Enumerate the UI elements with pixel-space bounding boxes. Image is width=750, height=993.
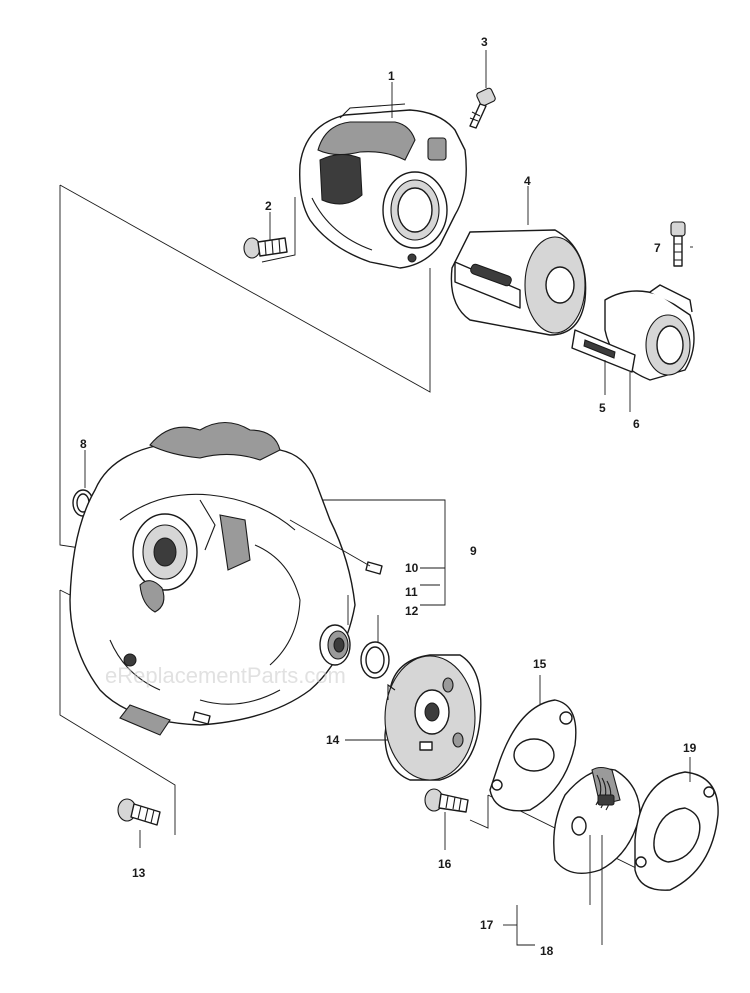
part-3-screw [469,87,496,129]
part-4-isolator [450,229,587,336]
part-16-screw [424,788,469,850]
part-15-plate [489,675,577,812]
callout-11: 11 [405,585,418,599]
part-1-clutch-housing [299,103,467,269]
callout-9: 9 [470,544,477,558]
part-14-clutch-drum [384,654,482,781]
callout-8: 8 [80,437,87,451]
part-9-crankcase [69,421,356,736]
part-2-screw [243,237,288,259]
part-12-ring [360,615,390,679]
part-5-6-clamp [571,284,695,412]
callout-5: 5 [599,401,606,415]
callout-17: 17 [480,918,494,932]
callout-18: 18 [540,944,554,958]
callout-19: 19 [683,741,697,755]
callout-15: 15 [533,657,547,671]
callout-leaders [139,50,693,848]
part-7-screw [670,221,686,267]
callout-6: 6 [633,417,640,431]
callout-3: 3 [481,35,488,49]
callout-10: 10 [405,561,419,575]
part-19-plate [634,757,719,891]
callout-1: 1 [388,69,395,83]
part-10-pin [192,519,383,725]
watermark: eReplacementParts.com [105,663,346,688]
callout-12: 12 [405,604,419,618]
callout-2: 2 [265,199,272,213]
part-13-screw [117,798,161,826]
callout-13: 13 [132,866,146,880]
callout-7: 7 [654,241,661,255]
callout-16: 16 [438,857,452,871]
part-11-bearing [319,595,351,666]
callout-14: 14 [326,733,340,747]
callout-labels: 1 2 3 4 5 6 7 8 9 10 11 12 13 14 15 16 1… [80,35,697,958]
part-17-18-clutch-shoe [553,766,641,945]
callout-4: 4 [524,174,531,188]
